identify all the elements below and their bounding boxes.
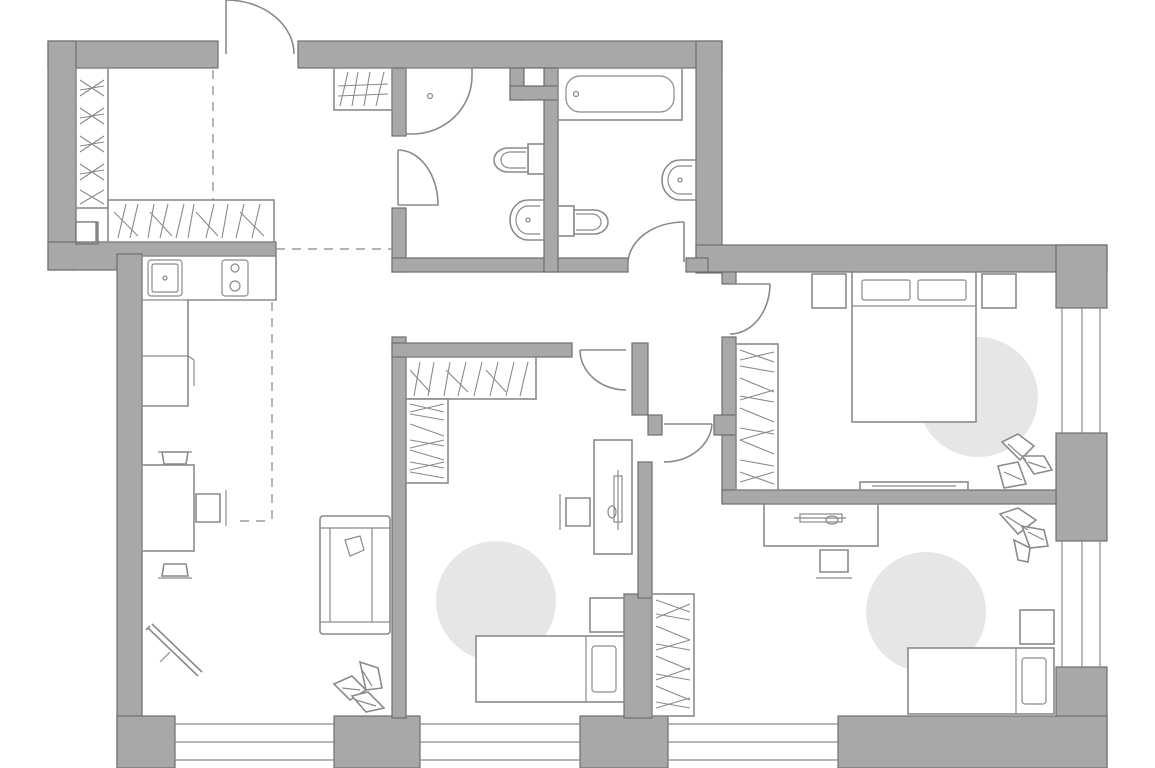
sofa-icon [319, 515, 391, 635]
door-swing-icon [627, 221, 685, 263]
window-icon [1061, 308, 1101, 433]
window-icon [420, 723, 580, 761]
nightstand [981, 273, 1017, 309]
nightstand [1019, 609, 1055, 645]
door-swing-icon [663, 423, 713, 463]
bed-icon [851, 271, 977, 423]
wardrobe-icon [333, 67, 393, 111]
kitchen-counter [141, 255, 277, 407]
sink-icon [661, 159, 697, 201]
tv-icon [145, 623, 203, 677]
window-icon [668, 723, 838, 761]
plant-icon [332, 660, 386, 713]
walls [47, 40, 1108, 768]
plant-icon [997, 433, 1054, 489]
zone-lines [212, 70, 392, 522]
dining-table [141, 464, 195, 552]
window-icon [1061, 541, 1101, 667]
rugs [436, 337, 1038, 672]
bathtub-icon [557, 67, 683, 121]
wardrobe-icon [405, 356, 537, 400]
desk-icon [763, 503, 879, 547]
door-swing-icon [225, 0, 295, 55]
chair-icon [158, 563, 192, 579]
wardrobe-icon [651, 593, 695, 717]
door-swing-icon [729, 283, 771, 335]
plant-icon [998, 507, 1049, 563]
shower-icon [405, 67, 473, 135]
door-swing-icon [579, 349, 627, 391]
wardrobe-icon [75, 67, 109, 209]
sink-icon [147, 259, 183, 297]
chair-icon [559, 494, 591, 530]
desk-icon [593, 439, 633, 555]
toilet-icon [493, 143, 545, 175]
wardrobe-icon [735, 343, 779, 491]
bed-icon [907, 647, 1055, 715]
chair-icon [158, 451, 192, 465]
nightstand [811, 273, 847, 309]
chair-icon [195, 490, 227, 526]
rug-icon [436, 541, 556, 661]
door-swing-icon [397, 149, 439, 206]
toilet-icon [557, 205, 609, 237]
stove-icon [221, 259, 249, 297]
wardrobe-icon [107, 199, 275, 243]
chair-icon [816, 549, 852, 579]
nightstand [589, 597, 625, 633]
rug-icon [866, 552, 986, 672]
sink-icon [509, 199, 545, 241]
window-icon [175, 723, 334, 761]
tv-icon [859, 481, 969, 491]
bed-icon [475, 635, 625, 703]
doors [225, 0, 771, 463]
wardrobe-icon [405, 398, 449, 484]
windows [175, 308, 1101, 761]
